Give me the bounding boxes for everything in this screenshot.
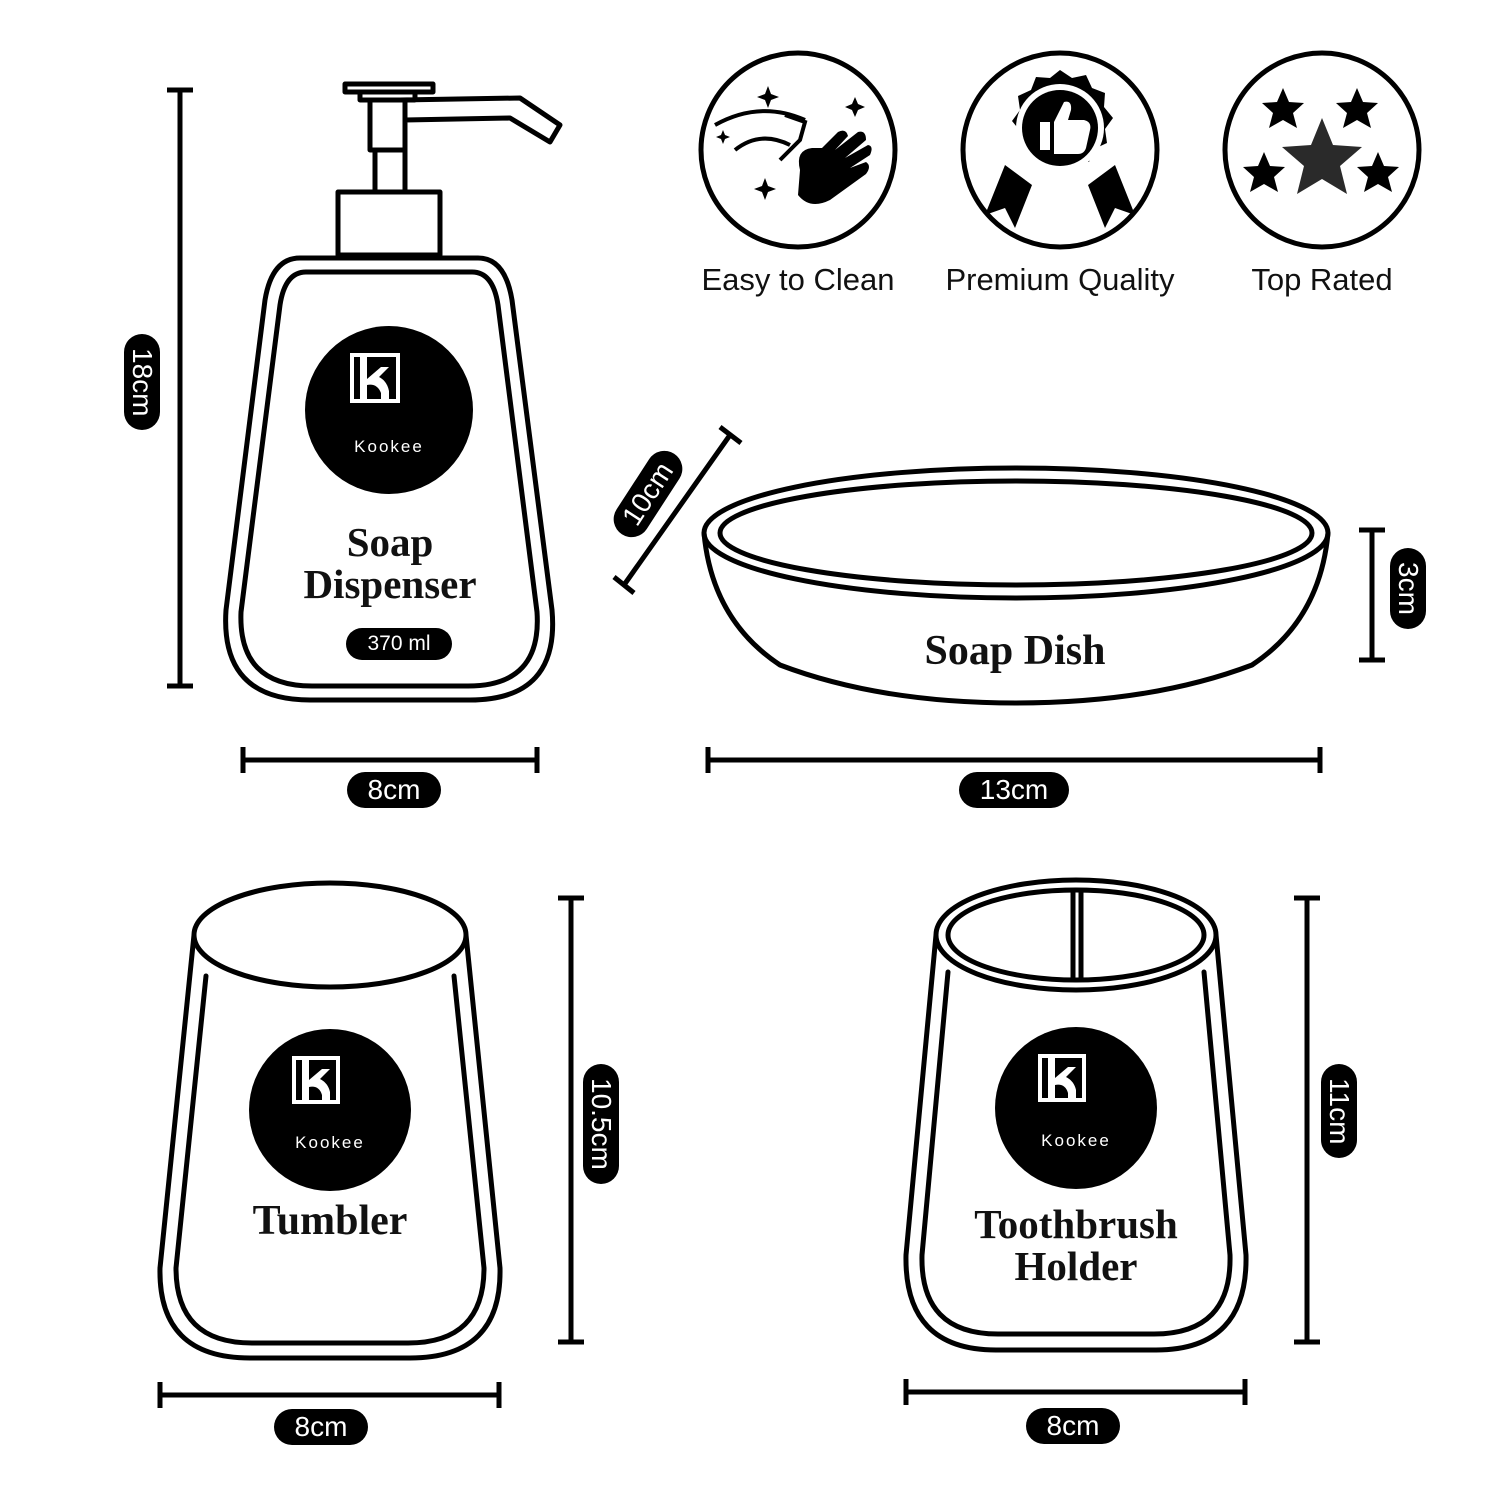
kookee-logo-tumbler bbox=[249, 1029, 411, 1191]
holder-divider bbox=[1070, 889, 1084, 981]
thumbs-up-rosette-icon bbox=[985, 70, 1135, 228]
soap-dispenser-drawing bbox=[223, 81, 563, 703]
toothbrush-holder-title-line2: Holder bbox=[1014, 1242, 1138, 1289]
tumbler-drawing bbox=[157, 880, 503, 1361]
pump-nozzle bbox=[342, 81, 563, 153]
dispenser-width-label: 8cm bbox=[347, 772, 441, 808]
soap-dispenser-title-line2: Dispenser bbox=[303, 560, 477, 607]
dim-dispenser-width bbox=[240, 747, 540, 773]
tumbler-body-outer bbox=[157, 932, 503, 1361]
feature-label-easy-to-clean: Easy to Clean bbox=[701, 262, 895, 297]
dispenser-height-label: 18cm bbox=[124, 334, 160, 431]
brand-name-tumbler: Kookee bbox=[295, 1133, 365, 1152]
dim-dish-depth bbox=[612, 425, 743, 595]
soap-dispenser-title-line1: Soap bbox=[346, 519, 434, 565]
feature-label-top-rated: Top Rated bbox=[1251, 262, 1393, 297]
feature-circle-1 bbox=[698, 50, 898, 250]
dispenser-body-outer bbox=[223, 255, 556, 703]
toothbrush-holder-title: Toothbrush Holder bbox=[946, 1201, 1206, 1289]
kookee-logo-holder bbox=[995, 1027, 1157, 1189]
dish-rim-outer bbox=[701, 465, 1331, 601]
toothbrush-holder-drawing bbox=[903, 877, 1249, 1353]
dimension-lines bbox=[157, 87, 1385, 1408]
tumbler-title: Tumbler bbox=[252, 1198, 408, 1244]
holder-rim-outer bbox=[933, 877, 1219, 993]
soap-dispenser-title: Soap Dispenser bbox=[270, 519, 510, 607]
kookee-logo-dispenser bbox=[305, 326, 473, 494]
hand-wipe-sparkle-icon bbox=[714, 86, 872, 204]
dish-height-label: 3cm bbox=[1390, 548, 1426, 629]
soap-dish-drawing bbox=[701, 465, 1331, 706]
tumbler-body-inner bbox=[173, 973, 487, 1346]
dispenser-body-inner bbox=[238, 269, 540, 689]
dim-holder-height bbox=[1294, 895, 1320, 1345]
five-stars-icon bbox=[1243, 88, 1399, 194]
dim-holder-width bbox=[903, 1379, 1248, 1405]
dim-dish-height bbox=[1359, 527, 1385, 663]
dim-dispenser-height bbox=[167, 87, 193, 689]
volume-badge: 370 ml bbox=[346, 628, 452, 660]
brand-name-holder: Kookee bbox=[1041, 1131, 1111, 1150]
feature-circle-2 bbox=[960, 50, 1160, 250]
tumbler-height-label: 10.5cm bbox=[583, 1064, 619, 1184]
feature-circle-3 bbox=[1222, 50, 1422, 250]
toothbrush-holder-title-line1: Toothbrush bbox=[974, 1201, 1178, 1247]
dim-tumbler-height bbox=[558, 895, 584, 1345]
dim-dish-width bbox=[705, 747, 1323, 773]
holder-height-label: 11cm bbox=[1321, 1064, 1357, 1159]
dim-tumbler-width bbox=[157, 1382, 502, 1408]
holder-width-label: 8cm bbox=[1026, 1408, 1120, 1444]
holder-rim-inner bbox=[945, 887, 1207, 983]
soap-dish-title: Soap Dish bbox=[924, 628, 1106, 674]
holder-body-inner bbox=[919, 969, 1233, 1337]
tumbler-rim bbox=[191, 880, 469, 990]
dish-rim-inner bbox=[717, 478, 1315, 588]
dish-body bbox=[701, 530, 1331, 706]
pump-collar bbox=[335, 147, 443, 258]
dish-width-label: 13cm bbox=[959, 772, 1069, 808]
tumbler-width-label: 8cm bbox=[274, 1409, 368, 1445]
brand-name-dispenser: Kookee bbox=[354, 437, 424, 456]
feature-label-premium-quality: Premium Quality bbox=[945, 262, 1175, 297]
holder-body-outer bbox=[903, 932, 1249, 1353]
